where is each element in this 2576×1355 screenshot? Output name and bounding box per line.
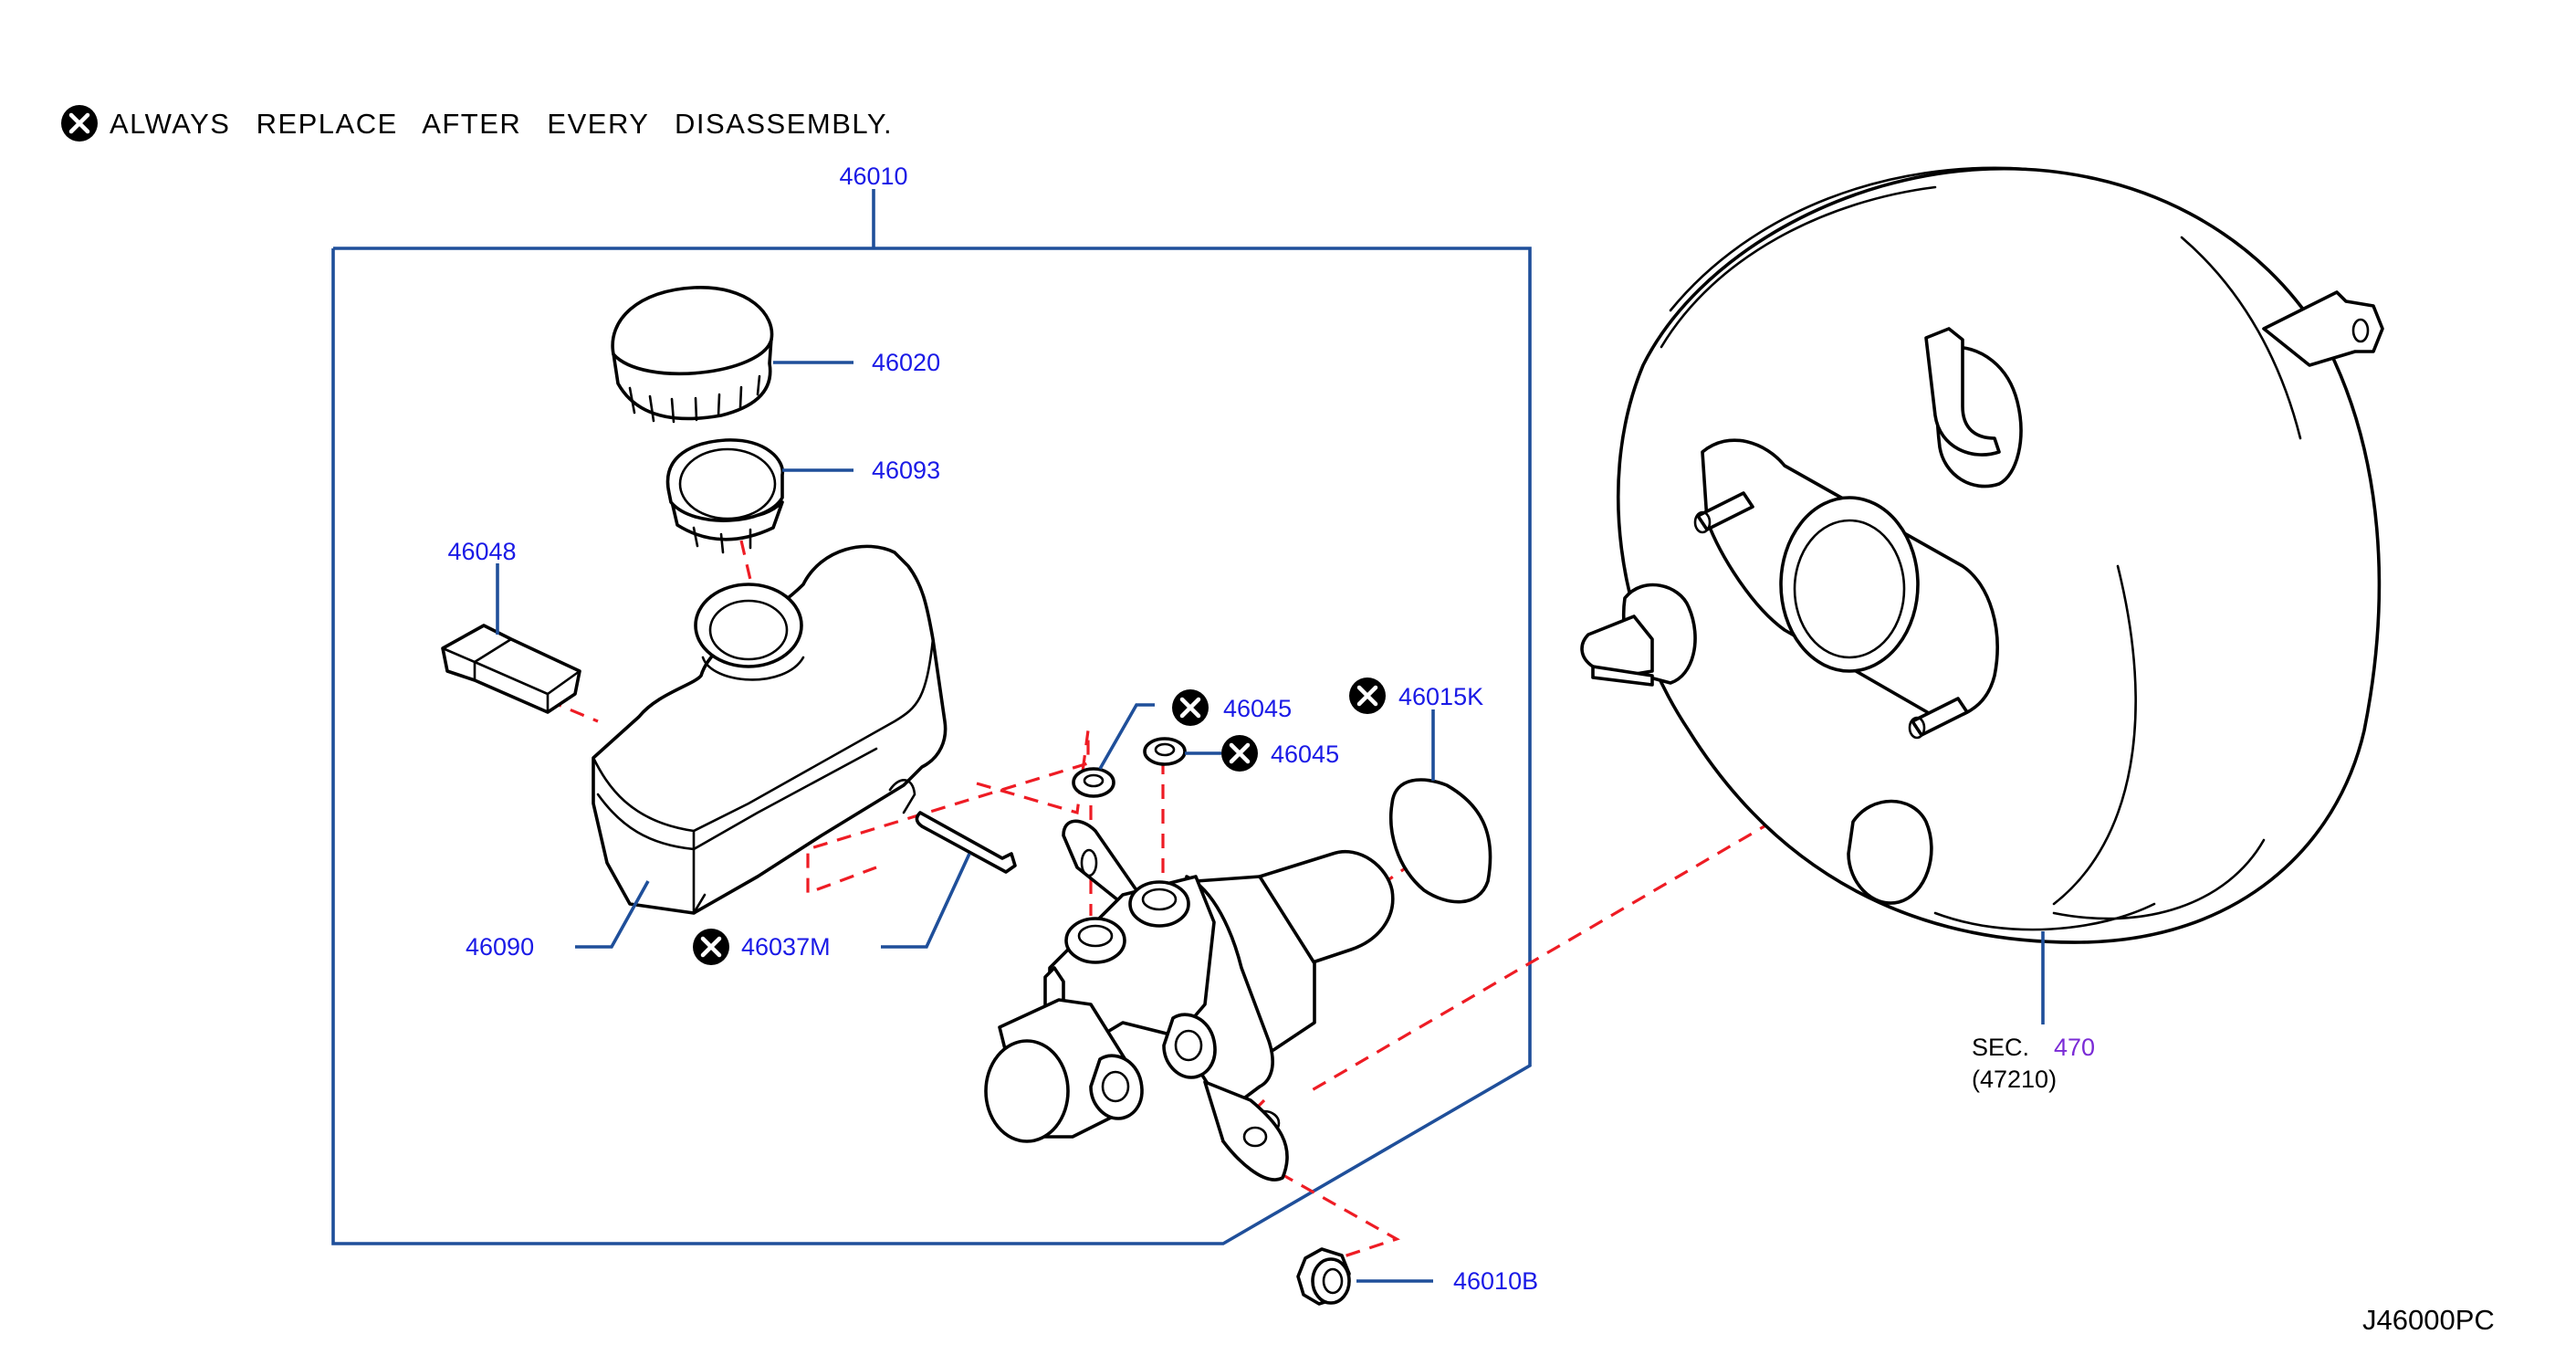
reservoir-pin — [915, 811, 1017, 874]
diagram-code: J46000PC — [2362, 1304, 2495, 1336]
flange-nut — [1296, 1247, 1351, 1306]
master-cylinder-body — [984, 819, 1395, 1182]
replace-always-icon — [61, 105, 98, 142]
reservoir-strainer — [665, 438, 785, 554]
grommet-upper-label: 46045 — [1223, 695, 1292, 722]
reservoir-label: 46090 — [466, 933, 534, 961]
replace-grommet-lower-icon — [1221, 735, 1258, 772]
cap-label: 46020 — [872, 349, 940, 376]
replace-note: ALWAYS REPLACE AFTER EVERY DISASSEMBLY. — [110, 108, 893, 140]
booster-part-ref: (47210) — [1972, 1066, 2057, 1093]
reservoir-seal — [441, 624, 581, 714]
strainer-label: 46093 — [872, 457, 940, 484]
seal-label: 46048 — [447, 538, 516, 565]
pin-label: 46037M — [741, 933, 831, 961]
grommet-lower-label: 46045 — [1271, 741, 1339, 768]
grommet-upper — [1072, 767, 1115, 798]
nut-label: 46010B — [1453, 1267, 1538, 1295]
grommet-lower — [1143, 737, 1187, 766]
replace-oring-icon — [1349, 678, 1386, 714]
booster-sec-prefix: SEC. — [1972, 1034, 2029, 1061]
brake-fluid-reservoir — [592, 544, 948, 915]
booster-sec-number: 470 — [2054, 1034, 2095, 1061]
oring-label: 46015K — [1398, 683, 1483, 710]
reservoir-cap — [611, 286, 774, 424]
o-ring — [1388, 778, 1492, 904]
assembly-label: 46010 — [839, 163, 907, 190]
brake-booster — [1580, 166, 2384, 944]
replace-pin-icon — [693, 929, 729, 965]
assembly-frame — [331, 189, 1532, 1245]
replace-grommet-upper-icon — [1172, 689, 1209, 726]
